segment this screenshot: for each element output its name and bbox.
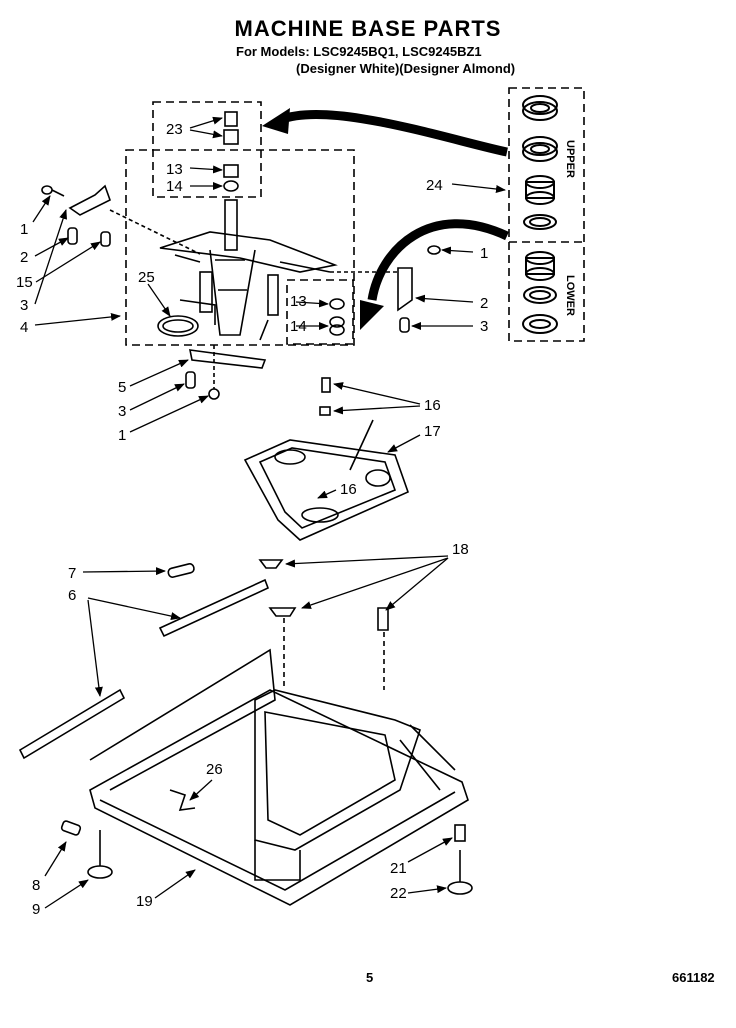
page-title: MACHINE BASE PARTS <box>234 16 502 41</box>
document-number: 661182 <box>672 970 715 985</box>
callout-1-right: 1 <box>480 245 488 262</box>
callout-21: 21 <box>390 860 407 877</box>
callout-13-right: 13 <box>290 293 307 310</box>
model-numbers: For Models: LSC9245BQ1, LSC9245BZ1 <box>236 44 482 59</box>
model-variants: (Designer White)(Designer Almond) <box>296 61 516 76</box>
callout-17: 17 <box>424 423 441 440</box>
callout-6: 6 <box>68 587 76 604</box>
lower-label: LOWER <box>564 275 576 316</box>
callout-1-lower: 1 <box>118 427 126 444</box>
page-number: 5 <box>366 970 374 985</box>
callout-26: 26 <box>206 761 223 778</box>
small-bushings <box>329 298 345 336</box>
upper-label: UPPER <box>564 140 576 178</box>
callout-2-right: 2 <box>480 295 488 312</box>
callout-22: 22 <box>390 885 407 902</box>
callout-3-left: 3 <box>20 297 28 314</box>
callout-15: 15 <box>16 274 33 291</box>
callout-16-lower: 16 <box>340 481 357 498</box>
right-bracket-parts <box>330 245 441 333</box>
callout-2-left: 2 <box>20 249 28 266</box>
callout-18: 18 <box>452 541 469 558</box>
callout-24: 24 <box>426 177 443 194</box>
callout-3-lower: 3 <box>118 403 126 420</box>
base-rails <box>18 559 389 760</box>
left-bracket-parts <box>41 184 201 255</box>
lower-bracket-parts <box>185 345 267 400</box>
callout-4: 4 <box>20 319 28 336</box>
callout-14-right: 14 <box>290 318 307 335</box>
leader-lines <box>32 116 506 909</box>
callout-8: 8 <box>32 877 40 894</box>
callout-3-right: 3 <box>480 318 488 335</box>
callout-19: 19 <box>136 893 153 910</box>
callout-13-top: 13 <box>166 161 183 178</box>
callout-9: 9 <box>32 901 40 918</box>
callout-23: 23 <box>166 121 183 138</box>
callout-16-top: 16 <box>424 397 441 414</box>
bearing-inset-panel: UPPER LOWER <box>508 87 585 342</box>
callout-5: 5 <box>118 379 126 396</box>
callout-25: 25 <box>138 269 155 286</box>
pivot-parts <box>223 111 239 192</box>
machine-base-frame <box>89 648 469 906</box>
callout-14-top: 14 <box>166 178 183 195</box>
suspension-frame <box>243 377 409 541</box>
callout-1-left: 1 <box>20 221 28 238</box>
transmission-assembly <box>157 199 338 341</box>
leveling-legs <box>60 820 473 895</box>
callout-7: 7 <box>68 565 76 582</box>
indicator-arrows <box>262 108 509 330</box>
dashed-group-boxes <box>125 101 355 346</box>
